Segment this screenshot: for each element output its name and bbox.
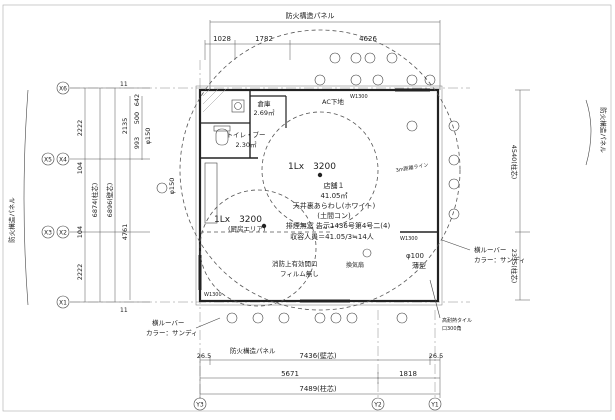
side-labels: φ150 φ150 φ100 薄型 横ルーバー カラー：サンディ 横ルーバー カ… — [144, 128, 526, 355]
shop-name: 店舗１ — [324, 181, 345, 190]
axis-x3: X3 — [44, 230, 52, 237]
room-toilet-area: 2.30㎡ — [236, 140, 257, 149]
code-w1: W1300 — [204, 292, 222, 298]
range-circles — [179, 29, 461, 311]
louver-right: 横ルーバー — [474, 245, 506, 254]
axis-y3: Y3 — [195, 402, 204, 409]
ac-label: AC下地 — [322, 97, 344, 106]
fixture-symbols — [156, 52, 471, 329]
code-w2: W1300 — [350, 94, 368, 100]
fire-panel-top-label: 防火構造パネル — [286, 11, 335, 20]
dim-left-a2: 104 — [76, 162, 84, 174]
dim-bottom-b1: 5671 — [281, 370, 299, 378]
sheet-border — [2, 4, 612, 412]
right-dimensions: 防火構造パネル 4540(柱芯) 2335(柱芯) — [510, 89, 608, 301]
dim-left-b: 6874(柱芯) — [90, 183, 99, 218]
dim-left-d5: 4761 — [121, 224, 129, 241]
dim-bottom-b2: 1818 — [399, 370, 417, 378]
louver-left: 横ルーバー — [152, 318, 184, 327]
dim-bottom-a2: 7436(壁芯) — [299, 351, 337, 360]
dim-left-e2: 11 — [120, 307, 128, 314]
room-storage: 倉庫 — [258, 99, 272, 108]
shop-area: 41.05㎡ — [320, 192, 347, 200]
fire-panel-left-label: 防火構造パネル — [7, 197, 16, 243]
dim-left-a1: 2222 — [76, 120, 84, 137]
axis-y1: Y1 — [430, 402, 439, 409]
dim-left-d4: 642 — [133, 94, 141, 106]
notice-note: 排煙無窓 告示1436号第4号二(4) — [286, 221, 391, 230]
axis-x1: X1 — [59, 300, 67, 307]
capacity-note: 収容人員＝41.05/3≒14人 — [290, 232, 374, 241]
phi-100: φ100 — [406, 252, 424, 260]
dim-left-d1: 2135 — [121, 118, 129, 135]
louver-right-color: カラー：サンディ — [474, 255, 526, 264]
dim-left-a3: 104 — [76, 226, 84, 238]
dim-right-1: 4540(柱芯) — [510, 145, 519, 180]
line-label: 3m距離ライン — [395, 161, 429, 174]
dim-top-2: 1782 — [255, 35, 273, 43]
room-storage-area: 2.69㎡ — [254, 108, 275, 117]
axis-x2: X2 — [59, 230, 67, 237]
light-fixture-lower — [261, 223, 267, 229]
dim-left-a4: 2222 — [76, 264, 84, 281]
top-dimensions: 防火構造パネル 1028 1782 4626 — [204, 11, 441, 90]
louver-left-color: カラー：サンディ — [146, 328, 198, 337]
axis-x6: X6 — [59, 86, 67, 93]
dim-left-d2: 993 — [133, 137, 141, 149]
axis-x5: X5 — [44, 157, 52, 164]
lux-upper: 1Lx 3200 — [288, 162, 336, 172]
phi-150-b: φ150 — [168, 178, 176, 195]
fire-panel-bottom-label: 防火構造パネル — [230, 346, 276, 355]
thin-type: 薄型 — [412, 261, 426, 270]
ceiling-note: 天井裏あらわし(ホワイト) — [293, 201, 376, 210]
dim-top-1: 1028 — [213, 35, 231, 43]
dim-left-e1: 11 — [120, 81, 128, 88]
dim-bottom-c: 7489(柱芯) — [299, 384, 337, 393]
axis-x4: X4 — [59, 157, 67, 164]
tile-note: 高耐熱タイル — [442, 317, 472, 324]
dim-left-d3: 500 — [133, 112, 141, 124]
building-walls — [195, 85, 443, 306]
wall-hatch — [202, 88, 227, 113]
left-dimensions: 防火構造パネル X6 X5 X4 X3 X2 X1 2222 104 104 2… — [7, 81, 150, 314]
light-fixture-upper — [317, 172, 323, 178]
fire-panel-right-label: 防火構造パネル — [599, 107, 608, 153]
kitchen-area: (厨房エリア) — [228, 224, 266, 233]
code-w3: W1300 — [400, 236, 418, 242]
tile-size: 口300角 — [442, 325, 462, 332]
dim-bottom-a3: 26.5 — [429, 352, 443, 360]
film-label: フィルム無し — [280, 269, 319, 278]
bottom-dimensions: 26.5 7436(壁芯) 26.5 5671 1818 7489(柱芯) Y3… — [193, 351, 443, 411]
dim-right-2: 2335(柱芯) — [510, 249, 519, 284]
room-labels: 倉庫 2.69㎡ トイレ・ブー 2.30㎡ 1Lx 3200 1Lx 3200 … — [204, 94, 429, 298]
dim-left-c: 6896(壁芯) — [105, 183, 114, 218]
dim-bottom-a1: 26.5 — [197, 352, 211, 360]
fire-door-label: 消防上有効開口 — [272, 259, 318, 268]
floor-note: (土間コン) — [317, 211, 351, 220]
vent-label: 換気扇 — [346, 261, 364, 269]
room-toilet: トイレ・ブー — [227, 130, 266, 139]
phi-150-a: φ150 — [144, 128, 152, 145]
lux-lower: 1Lx 3200 — [214, 215, 262, 225]
axis-y2: Y2 — [373, 402, 382, 409]
